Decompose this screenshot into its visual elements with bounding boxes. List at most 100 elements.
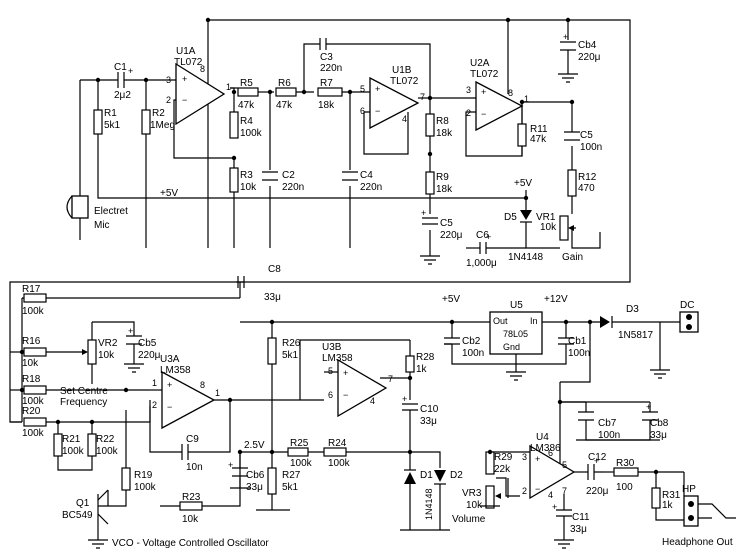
u1a-part: TL072 bbox=[174, 57, 203, 68]
svg-text:C8: C8 bbox=[268, 264, 281, 275]
svg-text:R21: R21 bbox=[62, 434, 81, 445]
rail-2v5-label: 2.5V bbox=[244, 440, 265, 451]
component-labels: C1 2μ2 R1 5k1 R2 1Meg R4 100k R3 10k R5 … bbox=[22, 40, 681, 535]
svg-text:VR1: VR1 bbox=[536, 212, 556, 223]
resistor-r6 bbox=[275, 87, 297, 97]
cap-c2 bbox=[262, 171, 278, 181]
svg-text:10k: 10k bbox=[98, 350, 115, 361]
svg-text:Cb4: Cb4 bbox=[578, 40, 597, 51]
svg-text:+: + bbox=[646, 402, 651, 412]
svg-text:+: + bbox=[535, 454, 540, 464]
u5-in: In bbox=[530, 316, 538, 326]
u1b-name: U1B bbox=[392, 65, 412, 76]
resistor-r11 bbox=[517, 123, 527, 147]
resistor-r9 bbox=[425, 171, 435, 195]
diode-d5 bbox=[520, 210, 532, 220]
opamp-u1b: 56 74 +− U1B TL072 bbox=[360, 65, 425, 130]
svg-text:6: 6 bbox=[328, 390, 333, 400]
svg-text:Cb1: Cb1 bbox=[568, 336, 587, 347]
svg-text:220μ: 220μ bbox=[138, 350, 161, 361]
svg-text:470: 470 bbox=[578, 183, 595, 194]
resistor-r5 bbox=[237, 87, 259, 97]
svg-text:10n: 10n bbox=[186, 462, 203, 473]
cap-c10 bbox=[402, 403, 418, 411]
potentiometers bbox=[82, 215, 576, 509]
svg-text:4: 4 bbox=[548, 490, 553, 500]
dc-label: DC bbox=[680, 300, 694, 311]
u2a-part: TL072 bbox=[470, 69, 499, 80]
svg-text:1N5817: 1N5817 bbox=[618, 330, 653, 341]
svg-text:100n: 100n bbox=[598, 430, 620, 441]
cap-c6 bbox=[479, 242, 496, 254]
svg-text:10k: 10k bbox=[22, 358, 39, 369]
resistor-r31 bbox=[651, 487, 661, 509]
svg-text:100k: 100k bbox=[240, 128, 263, 139]
cap-c1 bbox=[117, 72, 125, 88]
svg-text:1N4148: 1N4148 bbox=[508, 252, 543, 263]
svg-text:+: + bbox=[481, 87, 486, 97]
resistor-r20 bbox=[23, 417, 47, 427]
pot-vr2 bbox=[87, 339, 97, 365]
svg-text:+: + bbox=[128, 326, 133, 336]
svg-text:220n: 220n bbox=[282, 182, 304, 193]
svg-text:R22: R22 bbox=[96, 434, 115, 445]
u3a-part: LM358 bbox=[160, 365, 191, 376]
svg-text:C4: C4 bbox=[360, 170, 373, 181]
cap-cb4 bbox=[560, 41, 576, 51]
junction-dots bbox=[19, 17, 659, 475]
svg-text:R29: R29 bbox=[494, 452, 513, 463]
resistor-r1 bbox=[93, 109, 103, 135]
svg-text:7: 7 bbox=[562, 486, 567, 496]
svg-text:100k: 100k bbox=[22, 396, 45, 407]
svg-text:47k: 47k bbox=[276, 100, 293, 111]
svg-text:D1: D1 bbox=[420, 470, 433, 481]
diode-d3 bbox=[600, 316, 610, 328]
opamp-u3a: 12 81 +− U3A LM358 bbox=[152, 354, 220, 430]
svg-text:C12: C12 bbox=[588, 452, 607, 463]
cap-c4 bbox=[342, 171, 358, 181]
wires bbox=[9, 19, 684, 540]
svg-text:−: − bbox=[343, 390, 348, 400]
capacitors bbox=[114, 38, 658, 526]
svg-text:C11: C11 bbox=[572, 512, 590, 523]
svg-text:100k: 100k bbox=[22, 306, 45, 317]
svg-text:R30: R30 bbox=[616, 458, 635, 469]
u5-out: Out bbox=[493, 316, 508, 326]
resistor-r23 bbox=[179, 501, 203, 511]
svg-text:Cb2: Cb2 bbox=[462, 336, 481, 347]
resistor-r29 bbox=[485, 451, 495, 475]
svg-text:5k1: 5k1 bbox=[282, 482, 299, 493]
svg-text:+: + bbox=[594, 456, 599, 466]
svg-text:C5: C5 bbox=[580, 130, 593, 141]
resistor-r24 bbox=[323, 447, 347, 457]
svg-text:+: + bbox=[402, 394, 407, 404]
svg-text:−: − bbox=[182, 95, 187, 105]
cap-c9 bbox=[181, 444, 198, 460]
volume-label: Volume bbox=[452, 514, 486, 525]
hp-connector bbox=[683, 472, 736, 527]
svg-text:C6: C6 bbox=[476, 230, 489, 241]
svg-text:−: − bbox=[167, 402, 172, 412]
svg-text:220n: 220n bbox=[360, 182, 382, 193]
diode-d2 bbox=[434, 470, 446, 482]
svg-text:100n: 100n bbox=[462, 348, 484, 359]
svg-text:6: 6 bbox=[548, 448, 553, 458]
svg-text:+: + bbox=[563, 32, 568, 42]
svg-text:R9: R9 bbox=[436, 172, 449, 183]
svg-text:C2: C2 bbox=[282, 170, 295, 181]
u2a-name: U2A bbox=[470, 58, 490, 69]
resistors bbox=[23, 87, 661, 511]
svg-text:R2: R2 bbox=[152, 108, 165, 119]
u5-part: 78L05 bbox=[503, 329, 528, 339]
cap-cb6 bbox=[232, 467, 248, 477]
u1b-part: TL072 bbox=[390, 76, 419, 87]
svg-text:220μ: 220μ bbox=[578, 52, 601, 63]
svg-text:R23: R23 bbox=[182, 492, 201, 503]
u3b-part: LM358 bbox=[322, 353, 353, 364]
cap-c5a bbox=[422, 217, 438, 225]
svg-text:4: 4 bbox=[370, 396, 375, 406]
svg-text:R4: R4 bbox=[240, 116, 253, 127]
svg-text:C5: C5 bbox=[440, 218, 453, 229]
svg-text:1N4148: 1N4148 bbox=[424, 488, 434, 520]
